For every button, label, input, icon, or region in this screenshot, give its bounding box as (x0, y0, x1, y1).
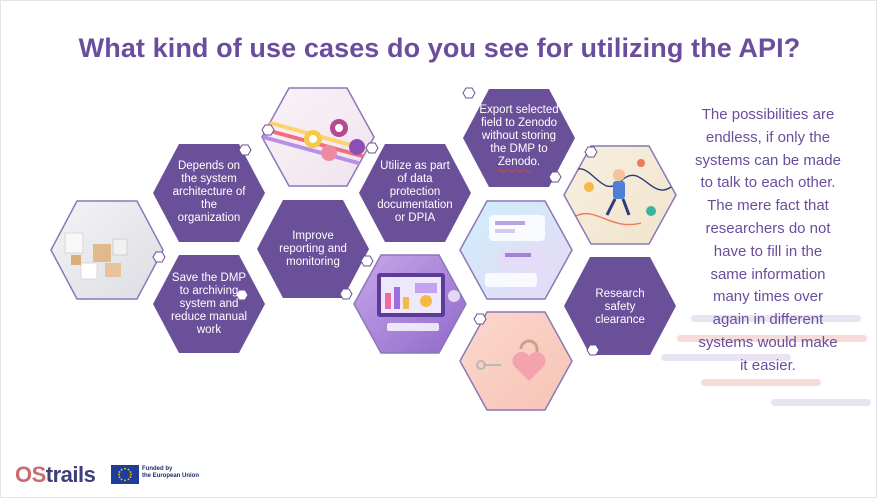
decor-stripe (701, 379, 821, 386)
marker-hexagon (235, 289, 249, 301)
spellcheck-underline (497, 169, 531, 173)
eu-text-line2: the European Union (142, 473, 199, 479)
decor-stripe (771, 399, 871, 406)
marker-hexagon (365, 142, 379, 154)
decor-stripe (677, 335, 867, 342)
heart-lock-illustration (459, 311, 573, 411)
hexagon-utilize (359, 144, 471, 242)
pins-illustration (261, 87, 375, 187)
logo-trails-text: trails (45, 462, 96, 487)
marker-hexagon (152, 251, 166, 263)
hexagon-text-depends: Depends on the system architecture of th… (172, 159, 246, 224)
eu-text-line1: Funded by (142, 466, 173, 472)
side-paragraph: The possibilities are endless, if only t… (695, 106, 841, 374)
hexagon-text-improve: Improve reporting and monitoring (279, 229, 347, 268)
ui-cards-illustration (459, 200, 573, 300)
marker-hexagon (473, 313, 487, 325)
hexagon-export (463, 89, 575, 187)
ostrails-logo: OStrails (15, 462, 96, 488)
dashboard-illustration (353, 254, 467, 354)
hexagon-depends (153, 144, 265, 242)
decor-stripe (691, 315, 861, 322)
hexagon-text-save-dmp: Save the DMP to archiving system and red… (170, 271, 248, 336)
marker-hexagon (339, 288, 353, 300)
marker-hexagon (360, 255, 374, 267)
cubes-illustration (50, 200, 164, 300)
marker-hexagon (261, 124, 275, 136)
person-illustration (563, 145, 677, 245)
hexagon-research (564, 257, 676, 355)
eu-funding-text: Funded by the European Union (142, 466, 212, 480)
hexagon-text-research: Research safety clearance (595, 287, 645, 326)
marker-hexagon (238, 144, 252, 156)
slide-title: What kind of use cases do you see for ut… (78, 33, 801, 63)
decor-stripe (661, 354, 791, 361)
hexagon-text-utilize: Utilize as part of data protection docum… (377, 159, 453, 224)
marker-hexagon (584, 146, 598, 158)
hexagon-save-dmp (153, 255, 265, 353)
hexagon-text-export: Export selected field to Zenodo without … (479, 103, 559, 168)
eu-flag-icon (111, 465, 139, 484)
hexagon-improve (257, 200, 369, 298)
logo-os-text: OS (15, 462, 46, 487)
marker-hexagon (462, 87, 476, 99)
marker-hexagon (548, 171, 562, 183)
marker-hexagon (586, 344, 600, 356)
